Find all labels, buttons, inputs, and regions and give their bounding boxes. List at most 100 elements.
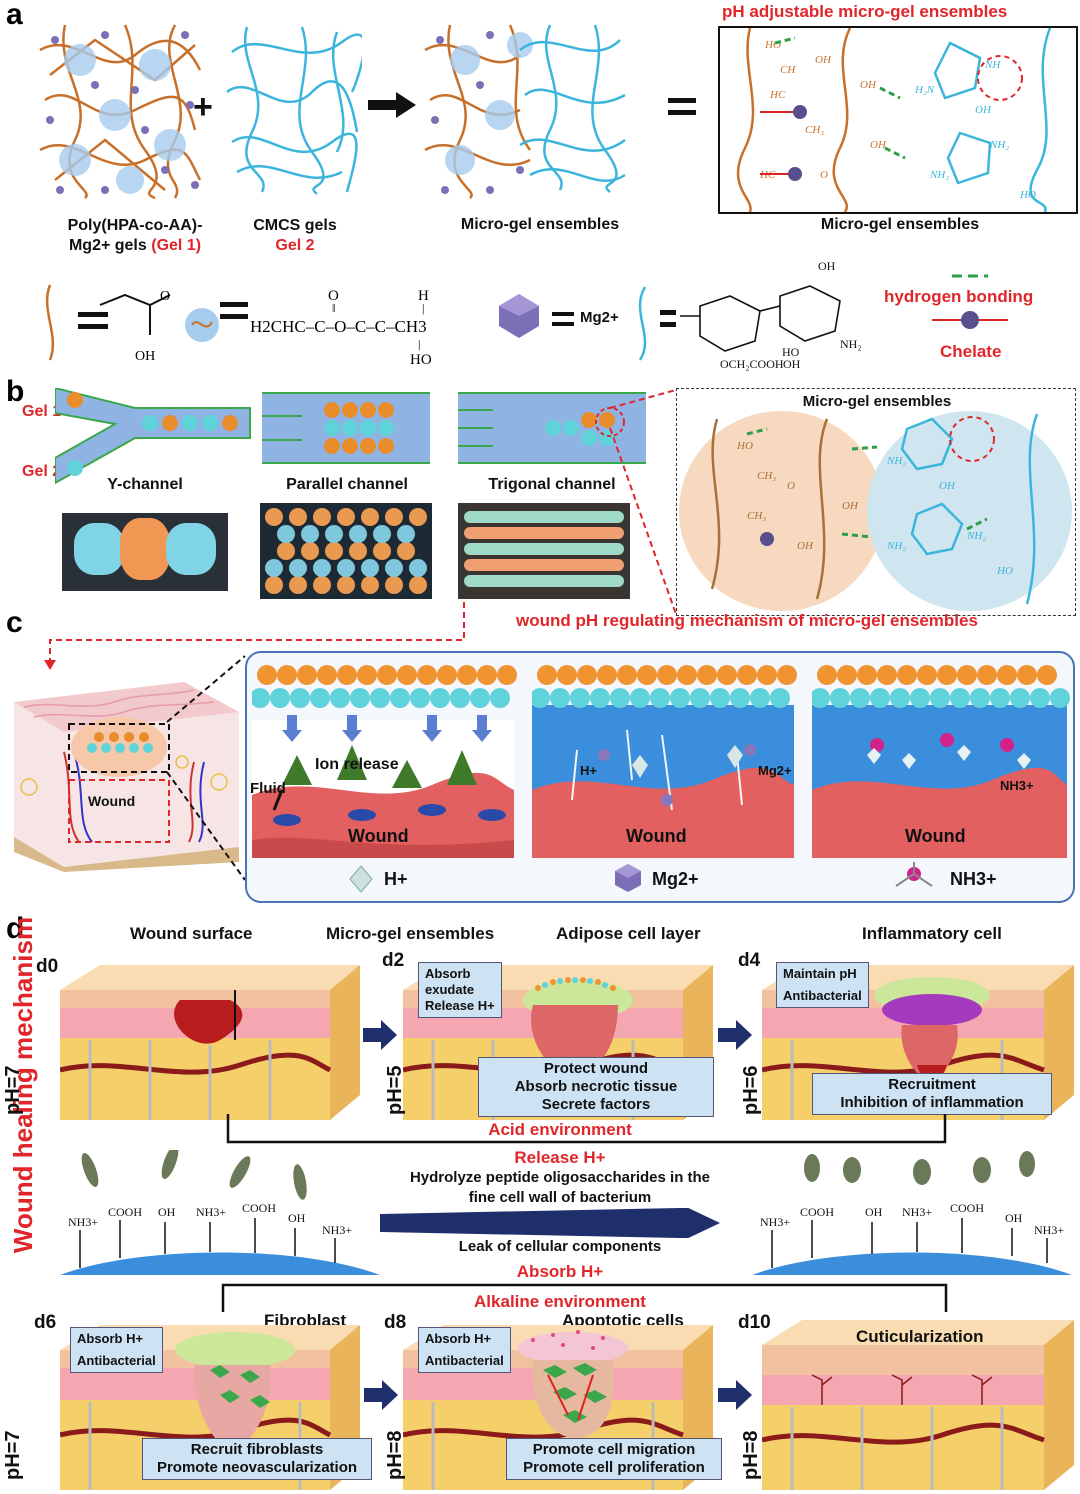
svg-text:CH: CH bbox=[780, 64, 796, 76]
mg-label: Mg2+ bbox=[580, 309, 619, 326]
panel-d-label: d bbox=[6, 912, 25, 945]
hbond-legend-label: hydrogen bonding bbox=[884, 287, 1034, 306]
d6-bottom-callout: Recruit fibroblasts Promote neovasculari… bbox=[142, 1438, 372, 1480]
mg2-legend-label: Mg2+ bbox=[652, 869, 699, 889]
d4-bottom-line1: Recruitment bbox=[888, 1076, 976, 1093]
absorb-h-label: Absorb H+ bbox=[516, 1262, 604, 1281]
panel-c-title: wound pH regulating mechanism of micro-g… bbox=[516, 611, 978, 630]
d2-bottom-line3: Secrete factors bbox=[541, 1096, 651, 1113]
d4-callout-line2: Antibacterial bbox=[783, 988, 862, 1003]
plus-sign: + bbox=[193, 88, 213, 126]
svg-text:OH: OH bbox=[870, 139, 887, 151]
h-mg-panel bbox=[532, 665, 797, 858]
panel-c-label: c bbox=[6, 606, 23, 639]
svg-text:HC: HC bbox=[769, 89, 786, 101]
d6-callout-line1: Absorb H+ bbox=[77, 1331, 144, 1346]
skin-wound-label: Wound bbox=[88, 793, 136, 809]
right-group-3: OH bbox=[865, 1205, 883, 1219]
skin-zoom-lines bbox=[166, 655, 246, 881]
day-d6: d6 bbox=[34, 1312, 57, 1333]
gel2-caption: CMCS gels Gel 2 bbox=[240, 216, 350, 256]
d2-callout-line2: exudate bbox=[425, 982, 475, 997]
arrow-d6-d8 bbox=[364, 1380, 398, 1410]
wound-label-3: Wound bbox=[905, 826, 966, 846]
d2-bottom-line1: Protect wound bbox=[543, 1060, 649, 1077]
svg-text:HO: HO bbox=[736, 440, 753, 452]
nh3-label: NH3+ bbox=[1000, 778, 1034, 793]
d2-callout: Absorb exudate Release H+ bbox=[418, 962, 502, 1018]
svg-text:OCH₂COOH: OCH₂COOH bbox=[720, 357, 784, 371]
adipose-layer-label: Adipose cell layer bbox=[556, 924, 701, 943]
h-plus-label: H+ bbox=[580, 763, 597, 778]
cuticularization-label: Cuticularization bbox=[856, 1327, 984, 1346]
hydrolyze-line1: Hydrolyze peptide oligosaccharides in th… bbox=[409, 1169, 711, 1186]
svg-text:HO: HO bbox=[410, 352, 432, 368]
hpa-bead-icon bbox=[185, 308, 219, 342]
nh3-panel bbox=[812, 665, 1070, 858]
parallel-channel-photo bbox=[260, 503, 432, 599]
zoom-box-title: Micro-gel ensembles bbox=[802, 393, 952, 410]
svg-text:O: O bbox=[787, 480, 795, 492]
trigonal-channel-label: Trigonal channel bbox=[488, 476, 616, 493]
svg-text:NH₂: NH₂ bbox=[886, 540, 906, 552]
left-group-4: NH3+ bbox=[196, 1205, 226, 1219]
ion-release-label: Ion release bbox=[315, 756, 399, 773]
hbond-legend-line bbox=[952, 274, 988, 278]
h-plus-legend-label: H+ bbox=[384, 869, 408, 889]
zoom-guide-lines bbox=[609, 389, 677, 615]
panel-c-connector bbox=[44, 602, 465, 670]
ensemble-caption: Micro-gel ensembles bbox=[460, 216, 620, 233]
nh3-legend-icon bbox=[895, 862, 933, 887]
equals-sign-top bbox=[668, 98, 696, 103]
mg-ion-icon bbox=[499, 294, 539, 338]
svg-text:CH₃: CH₃ bbox=[747, 510, 766, 522]
d6-bottom-line2: Promote neovascularization bbox=[156, 1459, 358, 1476]
d8-bottom-callout: Promote cell migration Promote cell prol… bbox=[506, 1438, 722, 1480]
left-group-2: COOH bbox=[108, 1205, 142, 1219]
svg-text:CH₃: CH₃ bbox=[757, 470, 776, 482]
mg-equals-bottom bbox=[552, 322, 574, 326]
panel-b-label: b bbox=[6, 375, 25, 408]
ph-d0: pH=7 bbox=[2, 1065, 24, 1115]
svg-text:OH: OH bbox=[939, 480, 956, 492]
d6-bottom-line1: Recruit fibroblasts bbox=[190, 1441, 324, 1458]
gel1-caption-line1: Poly(HPA-co-AA)- bbox=[67, 217, 203, 234]
d8-callout-line2: Antibacterial bbox=[425, 1353, 504, 1368]
skin-tile-d4 bbox=[762, 965, 1074, 1120]
gel1-caption-line2: Mg2+ gels bbox=[68, 237, 147, 254]
equals-sign-bottom bbox=[668, 110, 696, 115]
svg-text:H₂N: H₂N bbox=[914, 84, 935, 96]
leak-label: Leak of cellular components bbox=[458, 1238, 662, 1255]
chelate-legend-line bbox=[932, 311, 1008, 329]
svg-text:OH: OH bbox=[818, 259, 836, 273]
d8-bottom-line2: Promote cell proliferation bbox=[523, 1459, 705, 1476]
svg-text:HO: HO bbox=[782, 345, 800, 359]
d2-callout-line1: Absorb bbox=[425, 966, 471, 981]
d4-callout-line1: Maintain pH bbox=[783, 966, 857, 981]
svg-text:OH: OH bbox=[135, 349, 155, 364]
svg-text:H: H bbox=[418, 288, 429, 304]
nh3-legend-label: NH3+ bbox=[950, 869, 997, 889]
microgel-ensemble-illustration bbox=[424, 24, 626, 199]
hpa-formula-structure: H2CHC–C–O–C–C–CH3 O‖ H| |HO bbox=[250, 288, 432, 368]
hpa-equals-bottom bbox=[220, 314, 248, 319]
left-group-6: OH bbox=[288, 1211, 306, 1225]
svg-text:NH₂: NH₂ bbox=[966, 530, 986, 542]
hpa-equals-top bbox=[220, 302, 248, 307]
d6-callout-line2: Antibacterial bbox=[77, 1353, 156, 1368]
d2-callout-line3: Release H+ bbox=[425, 998, 495, 1013]
ph-d2: pH=5 bbox=[384, 1065, 406, 1115]
trigonal-channel-diagram bbox=[458, 392, 646, 464]
svg-text:HO: HO bbox=[996, 565, 1013, 577]
svg-text:‖: ‖ bbox=[332, 301, 335, 315]
gel2-caption-line1: CMCS gels bbox=[253, 217, 337, 234]
day-d2: d2 bbox=[382, 950, 405, 971]
gel2-network-illustration bbox=[226, 26, 362, 195]
d4-bottom-line2: Inhibition of inflammation bbox=[840, 1094, 1024, 1111]
d8-callout-line1: Absorb H+ bbox=[425, 1331, 492, 1346]
svg-text:OH: OH bbox=[860, 79, 877, 91]
ph-d4: pH=6 bbox=[740, 1065, 762, 1115]
gel1-caption: Poly(HPA-co-AA)- Mg2+ gels (Gel 1) bbox=[40, 216, 230, 256]
bacterial-surface-right: NH3+ COOH OH NH3+ COOH OH NH3+ bbox=[752, 1151, 1072, 1275]
